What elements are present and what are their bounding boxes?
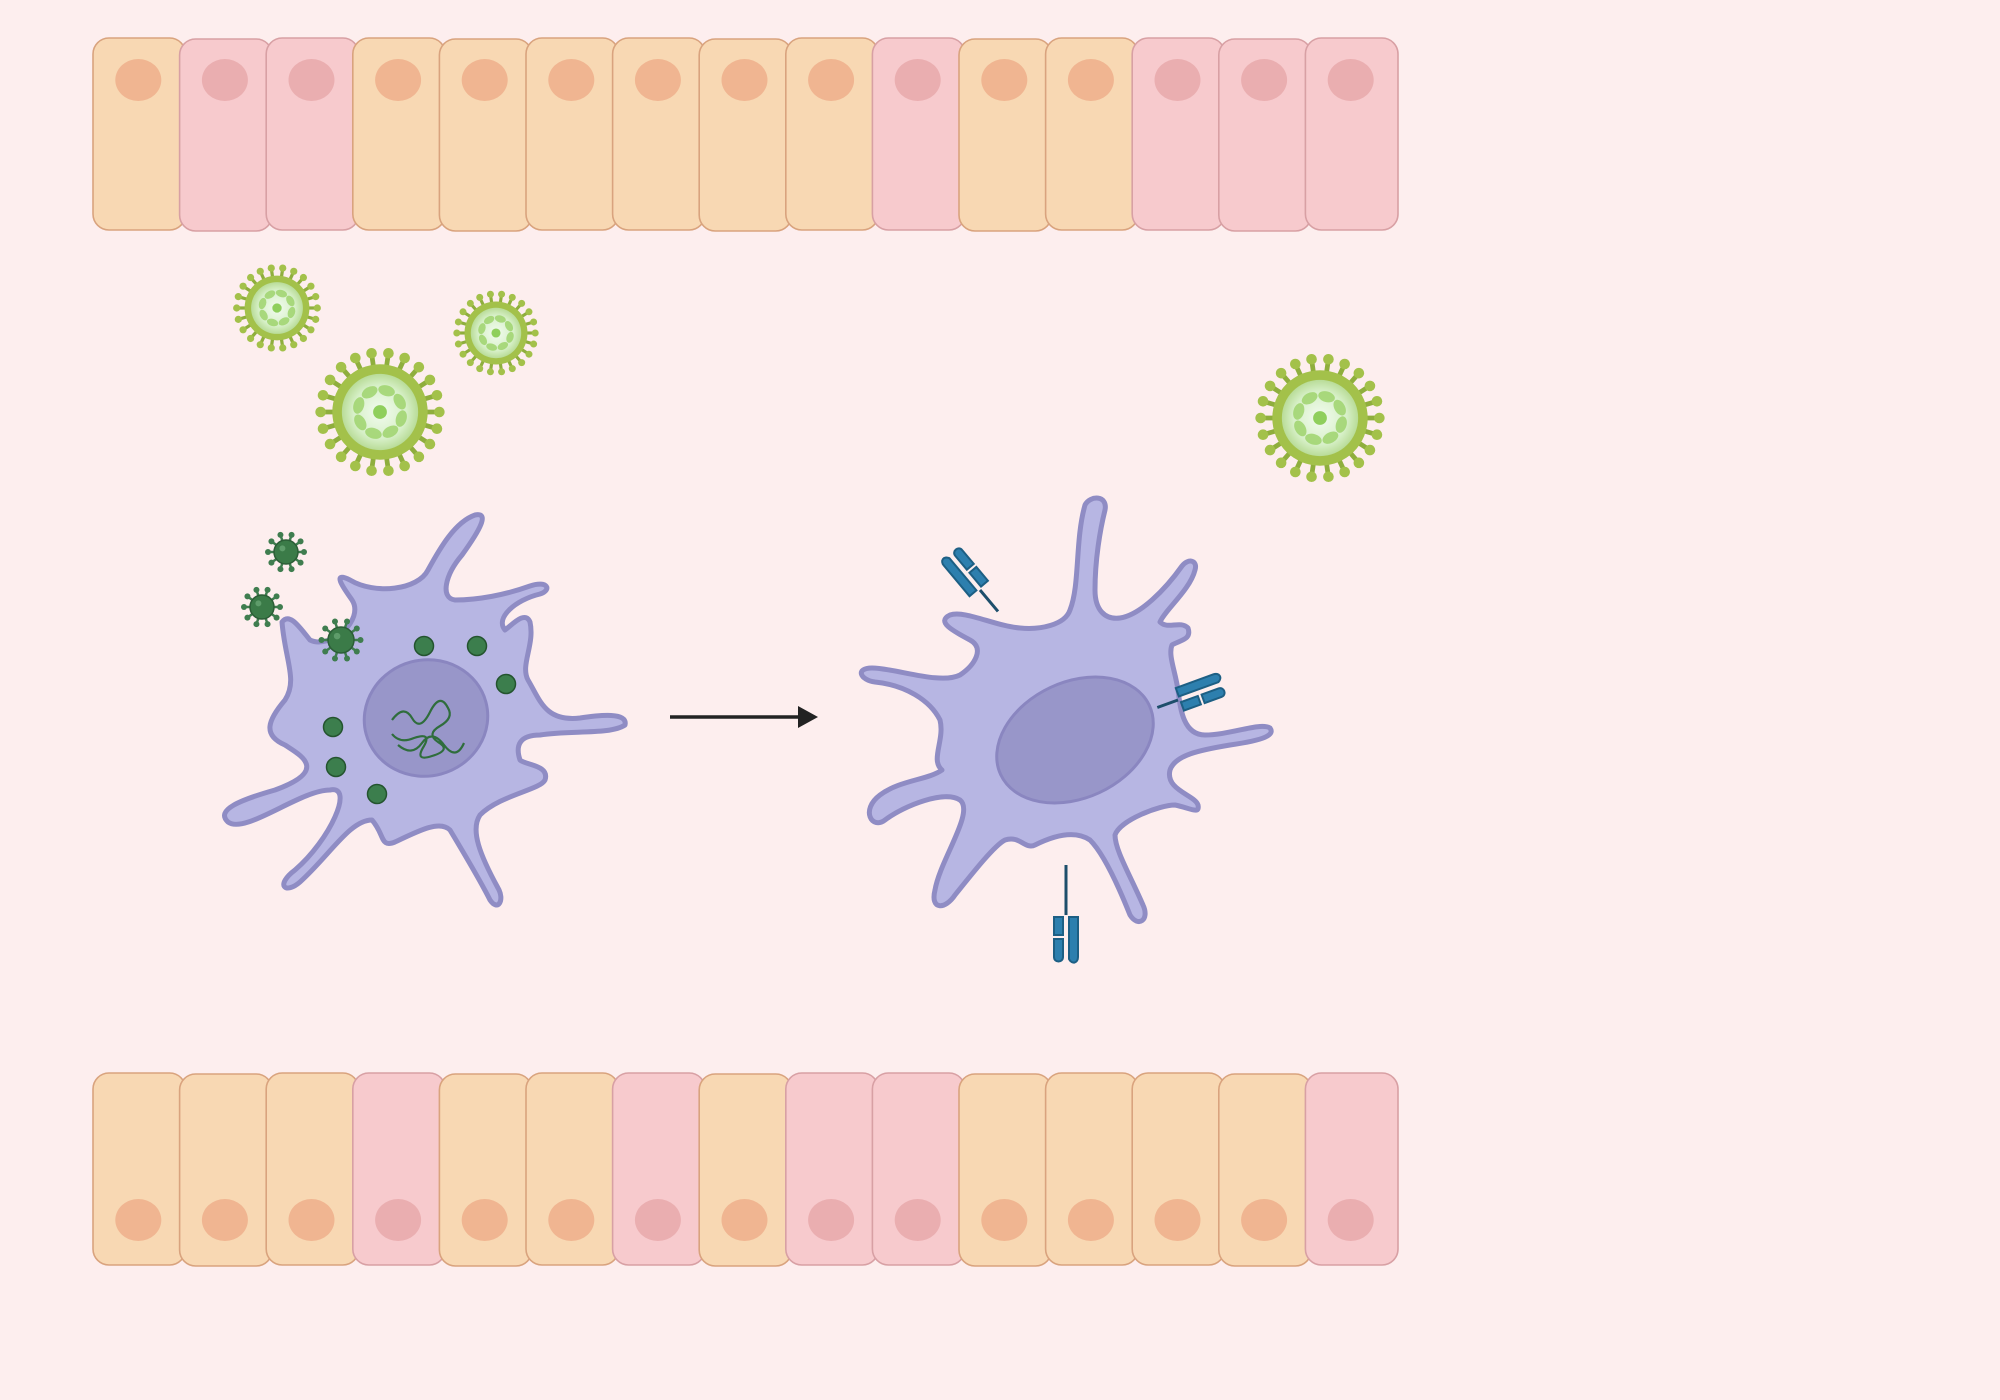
epithelial-cell-nucleus bbox=[1327, 1199, 1374, 1241]
virus-small-icon bbox=[241, 586, 283, 628]
antigen-group bbox=[322, 635, 517, 805]
epithelial-cell-nucleus bbox=[375, 59, 422, 101]
viral-rna-strand bbox=[391, 699, 466, 759]
epithelial-cell-nucleus bbox=[1241, 59, 1288, 101]
epithelial-cell-nucleus bbox=[721, 59, 768, 101]
dendritic-cell-nucleus bbox=[995, 675, 1155, 805]
epithelial-cell bbox=[525, 1072, 620, 1266]
virus-small-icon bbox=[265, 531, 307, 573]
epithelial-cell bbox=[1044, 1072, 1139, 1266]
epithelial-cell-nucleus bbox=[115, 1199, 162, 1241]
mhc-receptor-icon bbox=[941, 547, 1000, 613]
epithelial-cell bbox=[1044, 37, 1139, 231]
epithelial-cell bbox=[438, 38, 533, 232]
epithelial-cell bbox=[611, 1072, 706, 1266]
epithelial-cell-nucleus bbox=[634, 59, 681, 101]
epithelial-cell bbox=[1304, 1072, 1399, 1266]
antigen-icon bbox=[366, 783, 388, 805]
epithelial-cell-nucleus bbox=[1067, 1199, 1114, 1241]
epithelial-cell-nucleus bbox=[1154, 1199, 1201, 1241]
epithelial-cell bbox=[784, 37, 880, 231]
virus-icon bbox=[453, 290, 539, 376]
epithelial-cell bbox=[351, 1072, 447, 1266]
epithelial-cell-nucleus bbox=[115, 59, 162, 101]
epithelial-cell bbox=[958, 1073, 1053, 1267]
epithelial-cell bbox=[784, 1072, 880, 1266]
virus-icon bbox=[233, 264, 321, 352]
epithelial-cell-nucleus bbox=[201, 1199, 248, 1241]
epithelial-cell bbox=[178, 1073, 274, 1267]
epithelial-cell bbox=[871, 1072, 966, 1266]
epithelial-cell bbox=[1131, 1072, 1226, 1266]
antigen-icon bbox=[322, 716, 344, 738]
epithelial-cell-membrane bbox=[1304, 37, 1399, 231]
epithelial-cell-nucleus bbox=[1067, 59, 1114, 101]
epithelial-cell-nucleus bbox=[808, 1199, 855, 1241]
epithelial-cell bbox=[698, 38, 793, 232]
small-virus-group bbox=[241, 531, 364, 662]
mhc-receptor-icon bbox=[1156, 672, 1226, 712]
virus-group bbox=[233, 264, 1385, 483]
epithelium-bottom bbox=[92, 1072, 1399, 1267]
epithelial-cell-nucleus bbox=[808, 59, 855, 101]
antigen-icon bbox=[413, 635, 435, 657]
epithelial-cell bbox=[265, 37, 360, 231]
epithelial-cell bbox=[92, 37, 187, 231]
epithelial-cell bbox=[611, 37, 706, 231]
epithelial-cell-nucleus bbox=[288, 1199, 335, 1241]
dendritic-cell-mature bbox=[859, 495, 1274, 964]
epithelial-cell bbox=[1131, 37, 1226, 231]
antigen-icon bbox=[325, 756, 347, 778]
epithelial-cell bbox=[525, 37, 620, 231]
epithelial-cell-nucleus bbox=[981, 59, 1028, 101]
epithelial-cell bbox=[438, 1073, 533, 1267]
epithelial-cell bbox=[1218, 1073, 1313, 1267]
epithelial-cell bbox=[958, 38, 1053, 232]
epithelial-cell-nucleus bbox=[1154, 59, 1201, 101]
epithelial-cell bbox=[265, 1072, 360, 1266]
dendritic-cell-immature bbox=[222, 512, 628, 908]
epithelial-cell-nucleus bbox=[201, 59, 248, 101]
epithelial-cell-nucleus bbox=[1327, 59, 1374, 101]
epithelial-cell-nucleus bbox=[375, 1199, 422, 1241]
epithelial-cell-nucleus bbox=[461, 1199, 508, 1241]
epithelial-cell-nucleus bbox=[461, 59, 508, 101]
epithelial-cell bbox=[698, 1073, 793, 1267]
virus-icon bbox=[315, 347, 445, 477]
epithelial-cell-nucleus bbox=[548, 1199, 595, 1241]
epithelial-cell-nucleus bbox=[981, 1199, 1028, 1241]
epithelial-cell bbox=[351, 37, 447, 231]
epithelial-cell-nucleus bbox=[548, 59, 595, 101]
epithelial-cell-nucleus bbox=[894, 1199, 941, 1241]
epithelial-cell-nucleus bbox=[894, 59, 941, 101]
epithelial-cell bbox=[871, 37, 966, 231]
epithelial-cell bbox=[178, 38, 274, 232]
mhc-receptor-icon bbox=[1053, 865, 1079, 964]
epithelial-cell-nucleus bbox=[634, 1199, 681, 1241]
epithelium-top bbox=[92, 37, 1399, 232]
arrow-right-icon bbox=[670, 706, 818, 728]
antigen-icon bbox=[466, 635, 488, 657]
epithelial-cell-nucleus bbox=[1241, 1199, 1288, 1241]
virus-icon bbox=[1255, 353, 1385, 483]
epithelial-cell-nucleus bbox=[288, 59, 335, 101]
epithelial-cell bbox=[1218, 38, 1313, 232]
epithelial-cell bbox=[1304, 37, 1399, 231]
epithelial-cell-nucleus bbox=[721, 1199, 768, 1241]
epithelial-cell bbox=[92, 1072, 187, 1266]
antigen-icon bbox=[495, 673, 517, 695]
virus-small-icon bbox=[318, 618, 364, 662]
